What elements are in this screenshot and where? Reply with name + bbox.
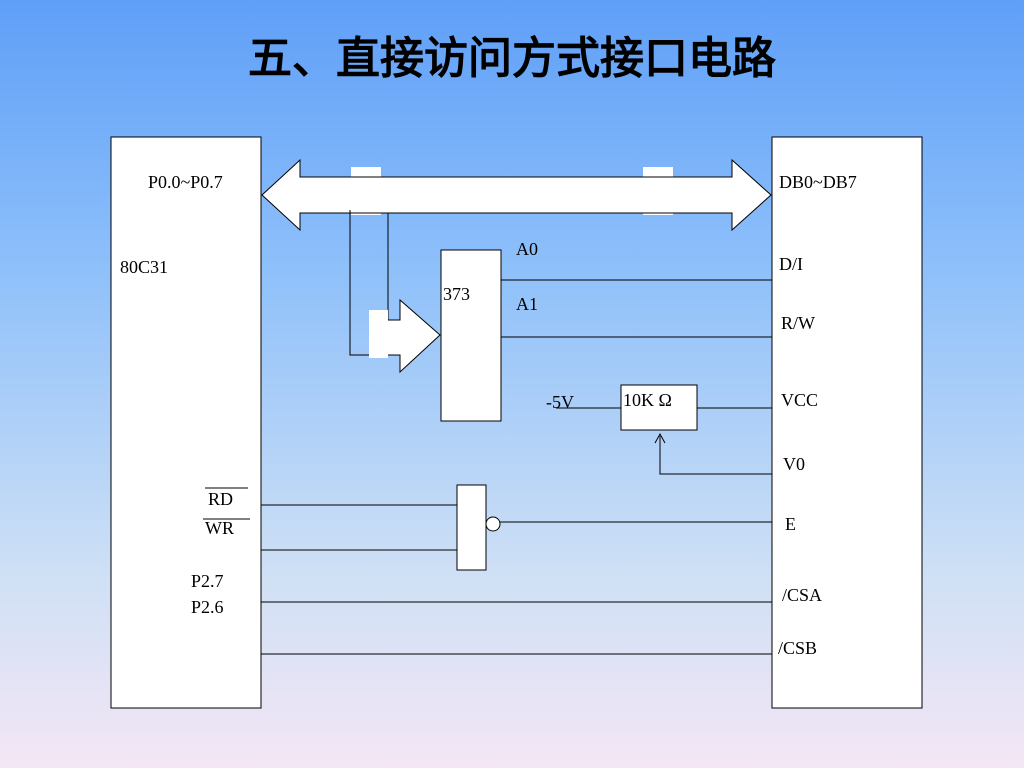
bus-tap-marker	[351, 167, 381, 215]
latch-name-label: 373	[443, 284, 470, 304]
a1-label: A1	[516, 294, 538, 314]
rw-label: R/W	[781, 313, 815, 333]
bus-to-latch-line-inner	[387, 212, 688, 320]
data-bus-arrow	[261, 158, 772, 232]
inverter-bubble	[485, 516, 501, 532]
bus-tap-marker	[643, 167, 673, 215]
csa-label: /CSA	[782, 585, 822, 605]
bus-tap-marker	[369, 310, 388, 358]
a0-label: A0	[516, 239, 538, 259]
mcu-bus-label: P0.0~P0.7	[148, 172, 223, 192]
rd-label: RD	[208, 489, 233, 509]
csb-label: /CSB	[778, 638, 817, 658]
wiper-arrowhead	[654, 432, 666, 444]
slide-title: 五、直接访问方式接口电路	[248, 33, 776, 84]
di-label: D/I	[779, 254, 803, 274]
latch-373-block	[440, 249, 502, 422]
wiper-line	[659, 436, 772, 475]
mcu-80c31-block	[110, 136, 262, 709]
wr-label: WR	[205, 518, 234, 538]
vcc-label: VCC	[781, 390, 818, 410]
lcd-module-block	[771, 136, 923, 709]
lcd-bus-label: DB0~DB7	[779, 172, 857, 192]
potentiometer-10k	[620, 384, 698, 431]
pot-label: 10K Ω	[623, 390, 672, 410]
p26-label: P2.6	[191, 597, 224, 617]
e-label: E	[785, 514, 796, 534]
mcu-name-label: 80C31	[120, 257, 168, 277]
p27-label: P2.7	[191, 571, 224, 591]
supply-label: -5V	[546, 392, 574, 412]
v0-label: V0	[783, 454, 805, 474]
nand-gate	[456, 484, 487, 571]
